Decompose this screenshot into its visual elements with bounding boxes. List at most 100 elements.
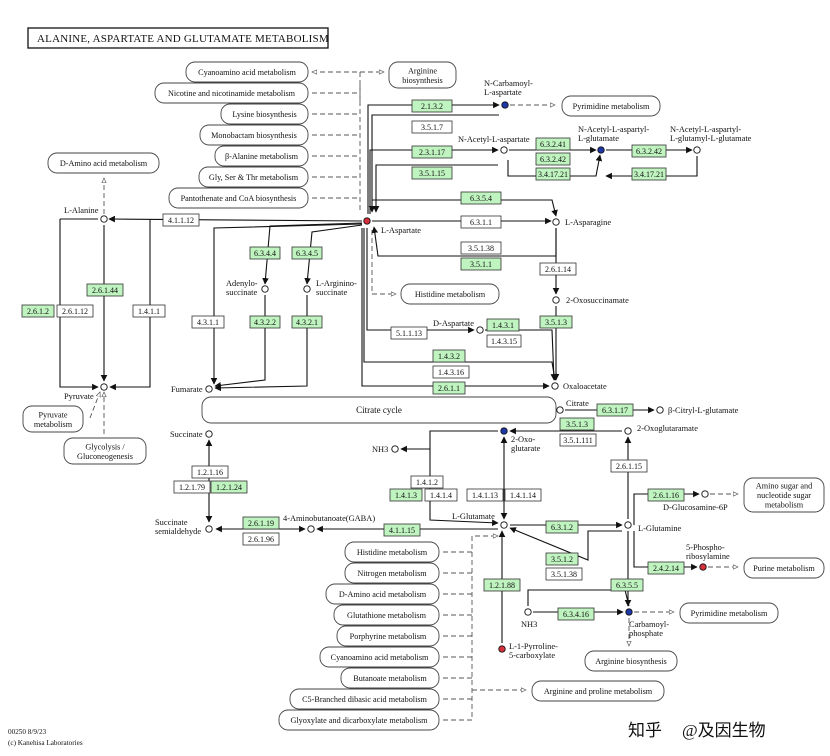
enzyme-box-6-3-4-4[interactable]: 6.3.4.4 bbox=[249, 246, 281, 260]
compound-cit[interactable]: Citrate bbox=[556, 399, 589, 414]
enzyme-box-6-3-2-42[interactable]: 6.3.2.42 bbox=[631, 144, 667, 158]
map-link-porphyrine[interactable]: Porphyrine metabolism bbox=[336, 625, 440, 647]
compound-argsucc[interactable]: L-Arginino-succinate bbox=[303, 279, 357, 297]
enzyme-box-2-6-1-1[interactable]: 2.6.1.1 bbox=[432, 381, 466, 395]
enzyme-box-6-3-4-16[interactable]: 6.3.4.16 bbox=[557, 607, 595, 621]
map-link-glutathione[interactable]: Glutathione metabolism bbox=[333, 604, 440, 626]
enzyme-box-3-4-17-21[interactable]: 3.4.17.21 bbox=[631, 167, 667, 181]
enzyme-box-1-4-1-1[interactable]: 1.4.1.1 bbox=[132, 304, 166, 318]
enzyme-box-2-6-1-44[interactable]: 2.6.1.44 bbox=[86, 283, 124, 297]
enzyme-box-2-6-1-12[interactable]: 2.6.1.12 bbox=[56, 304, 94, 318]
enzyme-box-3-5-1-111[interactable]: 3.5.1.111 bbox=[559, 433, 597, 447]
map-link-damino1[interactable]: D-Amino acid metabolism bbox=[47, 152, 160, 174]
enzyme-box-5-1-1-13[interactable]: 5.1.1.13 bbox=[390, 326, 428, 340]
compound-oxosucc[interactable]: 2-Oxosuccinamate bbox=[552, 296, 629, 305]
enzyme-box-4-3-2-2[interactable]: 4.3.2.2 bbox=[249, 315, 281, 329]
map-link-pantothenate[interactable]: Pantothenate and CoA biosynthesis bbox=[168, 187, 309, 209]
map-link-argbio2[interactable]: Arginine biosynthesis bbox=[584, 650, 678, 672]
enzyme-box-2-6-1-15[interactable]: 2.6.1.15 bbox=[610, 459, 648, 473]
enzyme-box-1-4-3-2[interactable]: 1.4.3.2 bbox=[432, 349, 466, 363]
enzyme-box-2-4-2-14[interactable]: 2.4.2.14 bbox=[647, 561, 685, 575]
map-link-c5branched[interactable]: C5-Branched dibasic acid metabolism bbox=[289, 688, 440, 710]
compound-pyr[interactable]: Pyruvate bbox=[64, 383, 108, 401]
enzyme-box-3-5-1-3[interactable]: 3.5.1.3 bbox=[559, 417, 595, 431]
enzyme-box-1-4-3-15[interactable]: 1.4.3.15 bbox=[486, 334, 522, 348]
enzyme-box-2-6-1-96[interactable]: 2.6.1.96 bbox=[242, 532, 280, 546]
enzyme-box-1-2-1-16[interactable]: 1.2.1.16 bbox=[191, 465, 229, 479]
map-link-glycolysis[interactable]: Glycolysis /Gluconeogenesis bbox=[63, 437, 147, 465]
enzyme-box-3-5-1-38[interactable]: 3.5.1.38 bbox=[545, 567, 583, 581]
enzyme-box-6-3-1-2[interactable]: 6.3.1.2 bbox=[545, 520, 579, 534]
map-link-damino2[interactable]: D-Amino acid metabolism bbox=[325, 583, 440, 605]
enzyme-box-2-6-1-16[interactable]: 2.6.1.16 bbox=[647, 488, 685, 502]
enzyme-box-1-2-1-88[interactable]: 1.2.1.88 bbox=[483, 578, 521, 592]
map-link-argpro[interactable]: Arginine and proline metabolism bbox=[531, 680, 665, 702]
enzyme-box-6-3-4-5[interactable]: 6.3.4.5 bbox=[291, 246, 323, 260]
map-link-cyanoamino1[interactable]: Cyanoamino acid metabolism bbox=[185, 61, 309, 83]
map-link-cyanoamino2[interactable]: Cyanoamino acid metabolism bbox=[319, 646, 440, 668]
map-link-nicotine[interactable]: Nicotine and nicotinamide metabolism bbox=[154, 82, 309, 104]
enzyme-box-6-3-2-41[interactable]: 6.3.2.41 bbox=[535, 137, 571, 151]
compound-carbp[interactable]: Carbamoyl-phosphate bbox=[625, 608, 669, 638]
compound-fum[interactable]: Fumarate bbox=[171, 385, 213, 394]
enzyme-box-1-4-1-2[interactable]: 1.4.1.2 bbox=[410, 475, 444, 489]
enzyme-box-6-3-5-5[interactable]: 6.3.5.5 bbox=[610, 578, 644, 592]
map-link-purine[interactable]: Purine metabolism bbox=[743, 557, 825, 579]
compound-lgln[interactable]: L-Glutamine bbox=[624, 521, 682, 533]
compound-oxoglutaramate[interactable]: 2-Oxoglutaramate bbox=[624, 424, 698, 435]
compound-bcit[interactable]: β-Citryl-L-glutamate bbox=[656, 406, 739, 415]
enzyme-box-3-5-1-38[interactable]: 3.5.1.38 bbox=[460, 241, 502, 255]
compound-acaspglu[interactable]: N-Acetyl-L-aspartyl-L-glutamate bbox=[578, 125, 649, 154]
map-link-citrate[interactable]: Citrate cycle bbox=[201, 396, 557, 424]
compound-dglc6p[interactable]: D-Glucosamine-6P bbox=[663, 490, 728, 512]
compound-lasn[interactable]: L-Asparagine bbox=[552, 218, 612, 227]
enzyme-box-4-1-1-12[interactable]: 4.1.1.12 bbox=[162, 213, 200, 227]
compound-nh3b[interactable]: NH3 bbox=[521, 608, 537, 629]
enzyme-box-3-5-1-3[interactable]: 3.5.1.3 bbox=[539, 315, 573, 329]
enzyme-box-3-5-1-7[interactable]: 3.5.1.7 bbox=[411, 120, 453, 134]
enzyme-box-6-3-5-4[interactable]: 6.3.5.4 bbox=[460, 191, 502, 205]
compound-lglu[interactable]: L-Glutamate bbox=[452, 512, 508, 529]
enzyme-box-1-2-1-79[interactable]: 1.2.1.79 bbox=[173, 480, 211, 494]
enzyme-box-3-5-1-1[interactable]: 3.5.1.1 bbox=[460, 257, 502, 271]
enzyme-box-1-4-1-14[interactable]: 1.4.1.14 bbox=[504, 488, 542, 502]
compound-adsucc[interactable]: Adenylo-succinate bbox=[226, 279, 269, 297]
enzyme-box-4-3-1-1[interactable]: 4.3.1.1 bbox=[191, 315, 225, 329]
map-link-histidine2[interactable]: Histidine metabolism bbox=[344, 541, 440, 563]
map-link-balanine[interactable]: β-Alanine metabolism bbox=[214, 145, 309, 167]
enzyme-box-1-4-1-4[interactable]: 1.4.1.4 bbox=[424, 488, 458, 502]
map-link-histidine1[interactable]: Histidine metabolism bbox=[400, 283, 500, 305]
enzyme-box-4-1-1-15[interactable]: 4.1.1.15 bbox=[383, 523, 421, 537]
enzyme-box-6-3-1-1[interactable]: 6.3.1.1 bbox=[460, 215, 502, 229]
enzyme-box-2-6-1-14[interactable]: 2.6.1.14 bbox=[539, 262, 577, 276]
enzyme-box-3-4-17-21[interactable]: 3.4.17.21 bbox=[535, 167, 571, 181]
map-link-butanoate[interactable]: Butanoate metabolism bbox=[340, 667, 440, 689]
enzyme-box-3-5-1-15[interactable]: 3.5.1.15 bbox=[411, 166, 453, 180]
enzyme-box-1-4-3-16[interactable]: 1.4.3.16 bbox=[432, 365, 470, 379]
enzyme-box-2-1-3-2[interactable]: 2.1.3.2 bbox=[411, 99, 453, 113]
map-link-nitrogen[interactable]: Nitrogen metabolism bbox=[344, 562, 440, 584]
map-link-glyoxylate[interactable]: Glyoxylate and dicarboxylate metabolism bbox=[278, 709, 440, 731]
enzyme-box-1-4-1-13[interactable]: 1.4.1.13 bbox=[466, 488, 504, 502]
enzyme-box-2-6-1-19[interactable]: 2.6.1.19 bbox=[242, 516, 280, 530]
enzyme-box-3-5-1-2[interactable]: 3.5.1.2 bbox=[545, 552, 579, 566]
enzyme-box-4-3-2-1[interactable]: 4.3.2.1 bbox=[291, 315, 323, 329]
compound-prpp[interactable]: 5-Phospho-ribosylamine bbox=[686, 543, 730, 571]
compound-gaba[interactable]: 4-Aminobutanoate(GABA) bbox=[283, 514, 375, 533]
map-link-pyrimidine2[interactable]: Pyrimidine metabolism bbox=[679, 602, 779, 624]
enzyme-box-1-2-1-24[interactable]: 1.2.1.24 bbox=[210, 480, 248, 494]
compound-p5c[interactable]: L-1-Pyrroline-5-carboxylate bbox=[498, 642, 558, 660]
map-link-lysine[interactable]: Lysine biosynthesis bbox=[220, 103, 309, 125]
map-link-pyrimidine1[interactable]: Pyrimidine metabolism bbox=[561, 95, 661, 117]
compound-acaspglu2[interactable]: N-Acetyl-L-aspartyl-L-glutamyl-L-glutama… bbox=[670, 125, 752, 154]
compound-carbasp[interactable]: N-Carbamoyl-L-aspartate bbox=[484, 79, 533, 109]
compound-oaa[interactable]: Oxaloacetate bbox=[551, 382, 607, 391]
compound-nh3a[interactable]: NH3 bbox=[372, 445, 399, 454]
compound-lasp[interactable]: L-Aspartate bbox=[363, 217, 421, 235]
map-link-monobactam[interactable]: Monobactam biosynthesis bbox=[199, 124, 309, 146]
map-link-glyser[interactable]: Gly, Ser & Thr metabolism bbox=[198, 166, 309, 188]
